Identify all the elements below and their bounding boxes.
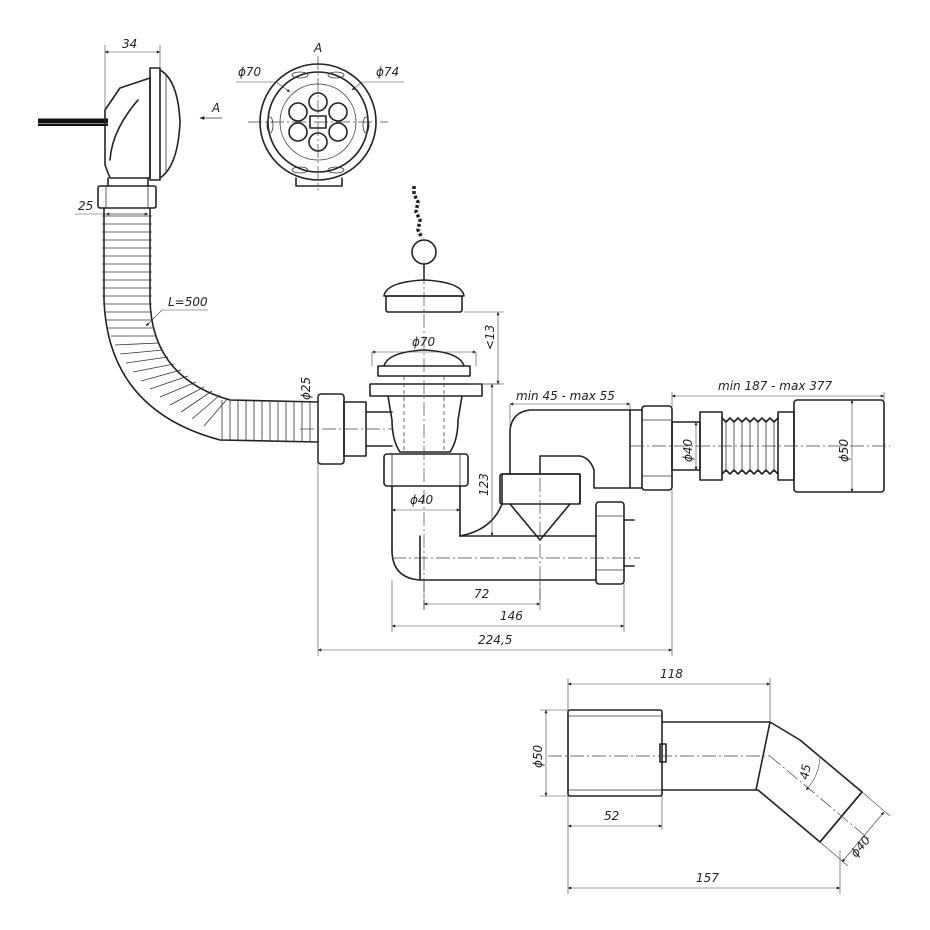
dim-phi70-drain-text: ϕ70: [412, 335, 436, 349]
dim-l500-text: L=500: [168, 295, 208, 309]
dim-phi50-pipe: ϕ50: [837, 399, 854, 493]
dim-phi25-text: ϕ25: [299, 377, 313, 400]
corrugated-hose: [102, 207, 319, 443]
dim-phi70-grate: ϕ70: [236, 65, 291, 93]
dim-phi50-pipe-text: ϕ50: [837, 438, 851, 462]
dim-min187-max377: min 187 - max 377: [671, 379, 885, 406]
dim-34: 34: [104, 37, 161, 110]
dim-45: 45: [797, 763, 813, 780]
dim-phi50-elbow-text: ϕ50: [531, 744, 545, 768]
elbow-adapter: [548, 709, 871, 843]
dim-phi74: ϕ74: [351, 65, 404, 91]
dim-l500: L=500: [145, 295, 208, 327]
dim-52-text: 52: [604, 809, 619, 823]
dim-52: 52: [567, 796, 663, 830]
dim-phi40-trap: ϕ40: [391, 493, 461, 512]
dim-123: 123: [470, 383, 500, 537]
dim-phi70-grate-text: ϕ70: [238, 65, 262, 79]
dim-phi25: ϕ25: [299, 377, 319, 464]
dim-phi40-pipe-text: ϕ40: [681, 438, 695, 462]
dim-13: <13: [464, 311, 504, 385]
stopper-chain: [411, 186, 437, 281]
dim-146: 146: [391, 580, 625, 632]
dim-phi40-trap-text: ϕ40: [410, 493, 434, 507]
dim-25-text: 25: [78, 199, 93, 213]
dim-118-text: 118: [660, 667, 683, 681]
dim-34-text: 34: [122, 37, 137, 51]
dim-phi74-text: ϕ74: [376, 65, 399, 79]
dim-146-text: 146: [500, 609, 523, 623]
dim-157-text: 157: [696, 871, 719, 885]
view-a-arrow-label: A: [211, 101, 220, 115]
view-a-grate: A: [248, 41, 388, 190]
dim-72: 72: [423, 580, 541, 610]
dim-phi70-drain: ϕ70: [371, 335, 477, 366]
dim-157: 157: [567, 830, 841, 894]
dim-72-text: 72: [474, 587, 489, 601]
view-a-label: A: [313, 41, 322, 55]
dim-118: 118: [567, 667, 771, 722]
dim-phi40-pipe: ϕ40: [681, 421, 698, 471]
dim-224-5-text: 224,5: [478, 633, 512, 647]
overflow-head: A: [38, 67, 222, 209]
dim-13-text: <13: [483, 325, 497, 350]
dim-123-text: 123: [477, 473, 491, 496]
dim-phi50-elbow: ϕ50: [531, 709, 568, 797]
dim-25: 25: [75, 199, 149, 216]
dim-45-text: 45: [797, 763, 813, 780]
main-siphon: [300, 186, 890, 610]
dim-min187-max377-text: min 187 - max 377: [718, 379, 833, 393]
dim-min45-max55-text: min 45 - max 55: [516, 389, 615, 403]
dim-224-5: 224,5: [317, 464, 673, 656]
dim-phi40-elbow-text: ϕ40: [848, 833, 874, 860]
dim-min45-max55: min 45 - max 55: [509, 389, 631, 430]
